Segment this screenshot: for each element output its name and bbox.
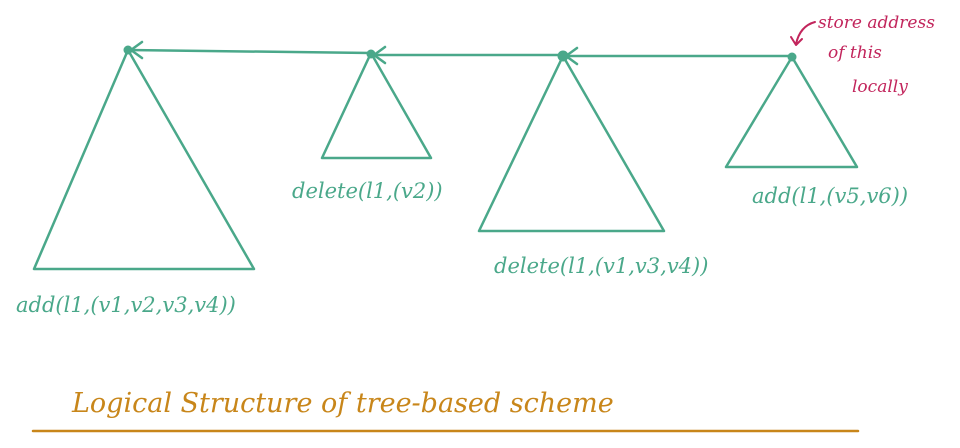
note-pointer: [795, 21, 816, 45]
note-pointer-head: [790, 36, 803, 46]
diagram-title: Logical Structure of tree-based scheme: [71, 388, 614, 419]
store-address-note: store address of this locally: [790, 13, 935, 97]
tree-1-label: add(l1,(v1,v2,v3,v4)): [16, 293, 236, 317]
tree-2-label: delete(l1,(v2)): [292, 179, 443, 203]
root-node-2: [366, 49, 376, 59]
root-node-4: [787, 52, 797, 62]
root-nodes: [123, 45, 797, 62]
link-arrow-1: [126, 48, 373, 55]
tree-3-triangle: [477, 54, 666, 233]
tree-2-triangle: [320, 51, 433, 160]
root-links: [126, 40, 794, 66]
tree-4-triangle: [724, 55, 859, 169]
note-line-1: store address: [818, 13, 935, 33]
tree-3-label: delete(l1,(v1,v3,v4)): [494, 254, 708, 278]
root-node-3: [557, 50, 569, 62]
note-line-3: locally: [852, 77, 908, 97]
note-line-2: of this: [828, 43, 882, 63]
tree-1-triangle: [32, 48, 256, 271]
tree-4-label: add(l1,(v5,v6)): [752, 184, 908, 208]
trees: [32, 48, 859, 271]
root-node-1: [123, 45, 133, 55]
